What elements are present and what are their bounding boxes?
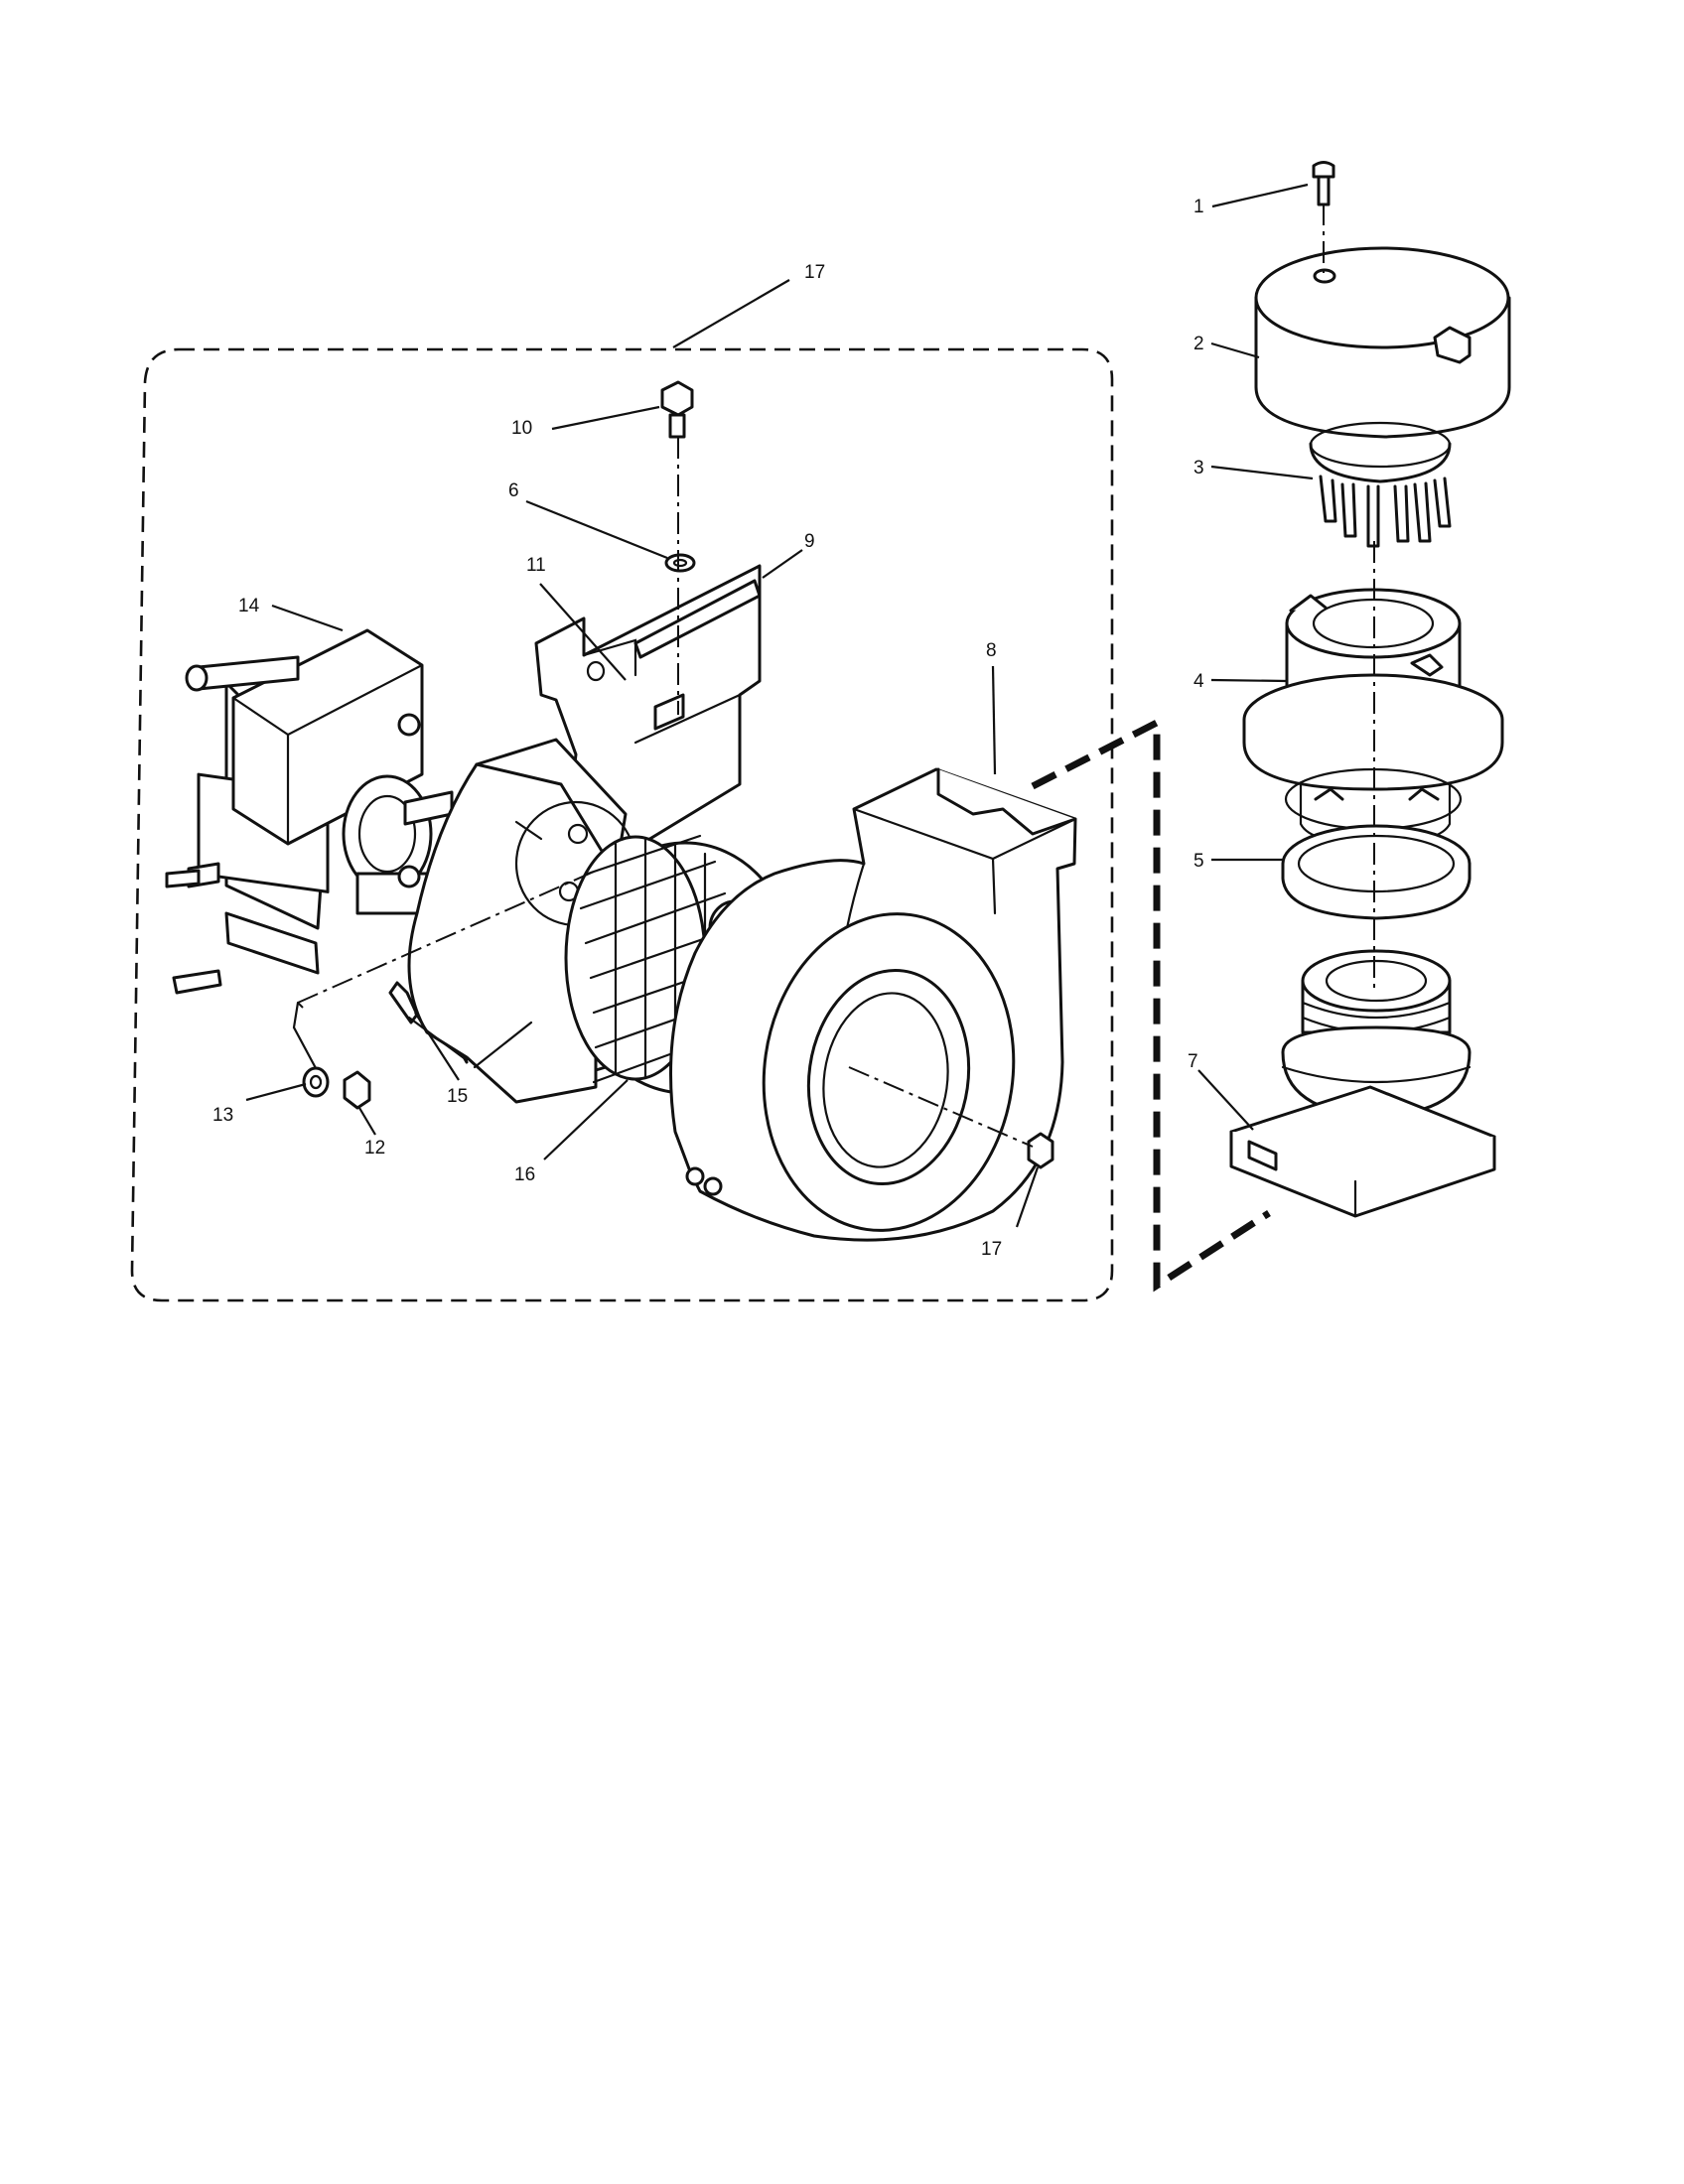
leader-17-group [672, 279, 790, 348]
nut-17 [1027, 1132, 1054, 1169]
callout-15: 15 [447, 1086, 468, 1107]
callout-4: 4 [1193, 671, 1204, 692]
callout-12: 12 [364, 1138, 385, 1159]
heavy-dashed-bracket [1031, 717, 1271, 1293]
cap-2 [1254, 246, 1511, 439]
callout-13: 13 [212, 1105, 233, 1126]
leader-14 [271, 604, 344, 632]
leader-11 [539, 583, 627, 681]
leader-4 [1210, 678, 1288, 683]
screw-10 [660, 380, 694, 439]
callout-10: 10 [511, 418, 532, 439]
leader-9 [762, 549, 803, 579]
leader-6 [525, 499, 668, 560]
screw-1 [1312, 161, 1335, 206]
leader-12 [358, 1107, 376, 1136]
leader-3 [1210, 465, 1314, 480]
callout-17-nut: 17 [981, 1239, 1002, 1260]
axis-housing-nut [848, 1066, 1034, 1148]
axis-washer-nut [292, 1001, 318, 1070]
callout-17-group: 17 [804, 262, 825, 283]
callout-14: 14 [238, 596, 260, 616]
socket-3 [1309, 421, 1452, 548]
callout-8: 8 [986, 640, 997, 661]
callout-3: 3 [1193, 458, 1204, 478]
base-7 [1229, 949, 1496, 1218]
callout-1: 1 [1193, 197, 1204, 217]
callout-16: 16 [514, 1164, 535, 1185]
nut-12 [343, 1070, 371, 1110]
ring-5 [1281, 824, 1472, 920]
leader-17-nut [1015, 1166, 1040, 1228]
leader-8 [991, 665, 997, 775]
callout-6: 6 [508, 480, 519, 501]
callout-9: 9 [804, 531, 815, 552]
washer-13 [302, 1066, 330, 1098]
motor [165, 628, 454, 995]
housing-back-plate [407, 738, 637, 1104]
callout-7: 7 [1188, 1051, 1198, 1072]
leader-1 [1211, 183, 1309, 208]
callout-2: 2 [1193, 334, 1204, 354]
screw-15 [388, 981, 469, 1062]
callout-5: 5 [1193, 851, 1204, 872]
leader-7 [1197, 1069, 1254, 1131]
callout-11: 11 [526, 555, 546, 576]
leader-15 [414, 1012, 460, 1081]
leader-10 [551, 405, 660, 431]
leader-13 [245, 1082, 307, 1102]
leader-16 [543, 1079, 629, 1160]
assembly-group-border [130, 347, 1114, 1302]
washer-6 [664, 553, 696, 573]
leader-2 [1210, 341, 1260, 359]
blower-housing [669, 767, 1077, 1242]
